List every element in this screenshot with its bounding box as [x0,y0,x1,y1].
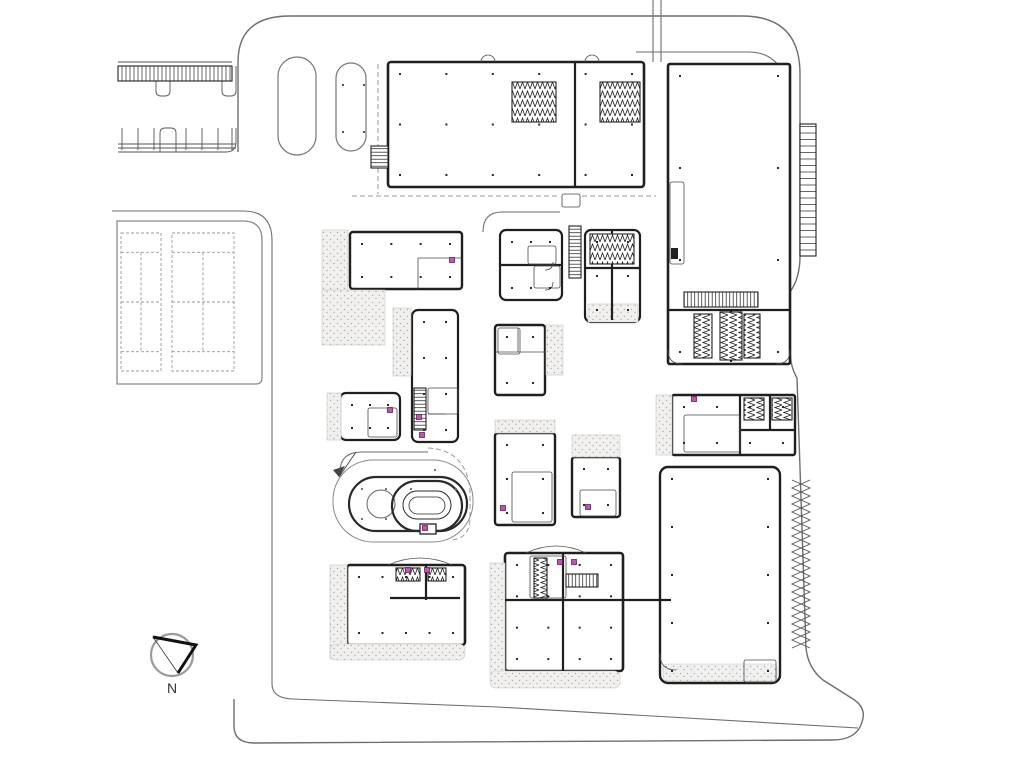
building-block-c [348,230,464,291]
compass-circle-icon [149,632,195,678]
building-block-m1 [493,431,557,527]
building-hall-northeast [666,62,792,366]
building-block-f [493,323,547,397]
door-markers-layer [387,257,697,573]
landscape-stipple-layer [321,229,778,689]
stair-core-layer [117,65,817,599]
planter-islands [277,56,367,156]
partitions-layer [367,181,777,683]
building-gym-north [386,60,646,189]
tennis-courts [116,220,263,385]
dashed-lines-layer [352,64,656,541]
north-compass: N [149,632,199,696]
running-track [332,451,474,543]
building-block-m2 [570,455,622,519]
building-hall-southeast [658,465,782,685]
north-label: N [167,680,177,696]
tennis-court [171,232,235,372]
building-block-h [338,391,402,442]
tennis-court [120,232,162,372]
column-dots-layer [351,73,784,672]
door-arcs-layer [387,54,791,671]
parking-area-right [790,479,812,649]
north-arrow-icon [152,635,199,674]
